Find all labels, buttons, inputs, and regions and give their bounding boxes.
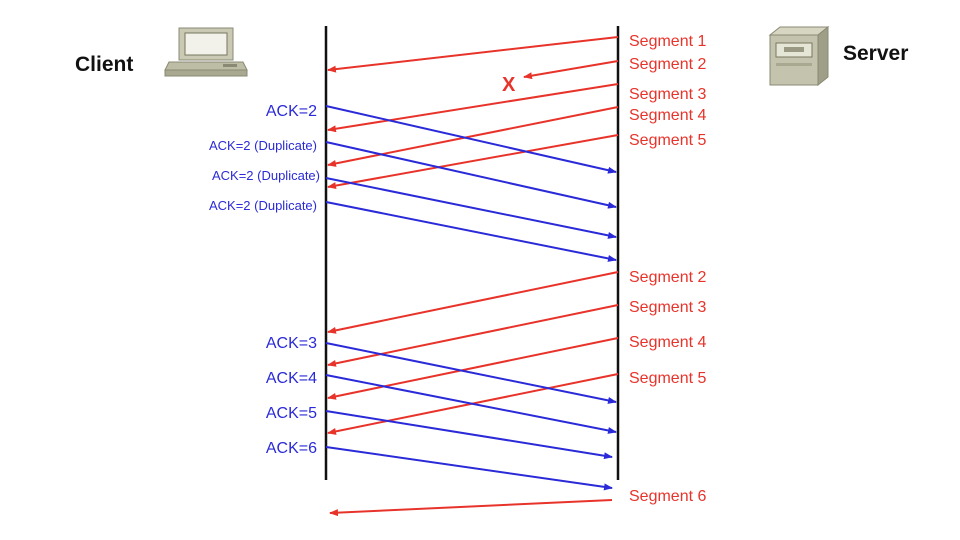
ack-arrow [325, 177, 617, 239]
segment-arrow [327, 271, 619, 334]
segment-arrow [329, 499, 613, 517]
lost-segment-marker: X [502, 74, 516, 96]
ack-label: ACK=5 [265, 405, 317, 422]
segment-label: Segment 6 [629, 488, 707, 505]
ack-arrow [325, 105, 617, 174]
segment-label: Segment 2 [629, 56, 707, 73]
client-label: Client [75, 53, 134, 76]
segment-label: Segment 5 [629, 370, 707, 387]
segment-arrow [327, 337, 619, 400]
segment-arrow [327, 134, 619, 190]
ack-label: ACK=3 [265, 335, 317, 352]
segment-label: Segment 4 [629, 107, 707, 124]
segment-arrow [327, 36, 619, 73]
segment-arrow [327, 106, 619, 167]
segment-arrow [327, 83, 619, 133]
ack-label: ACK=6 [265, 440, 317, 457]
server-icon [768, 25, 830, 87]
ack-arrow [325, 342, 617, 404]
segment-label: Segment 1 [629, 33, 707, 50]
lost-segment-arrow [523, 60, 619, 80]
server-label: Server [843, 42, 909, 65]
computer-icon [164, 27, 248, 77]
ack-label: ACK=2 [265, 103, 317, 120]
ack-arrow [325, 374, 617, 434]
ack-label: ACK=4 [265, 370, 317, 387]
segment-label: Segment 5 [629, 132, 707, 149]
ack-arrow [325, 446, 613, 491]
ack-label: ACK=2 (Duplicate) [208, 198, 317, 213]
ack-arrow [325, 201, 617, 262]
segment-label: Segment 3 [629, 299, 707, 316]
segment-label: Segment 4 [629, 334, 707, 351]
ack-label: ACK=2 (Duplicate) [211, 168, 320, 183]
ack-arrow [325, 410, 613, 460]
segment-arrow [327, 304, 619, 367]
segment-label: Segment 2 [629, 269, 707, 286]
ack-arrow [325, 141, 617, 209]
segment-label: Segment 3 [629, 86, 707, 103]
ack-label: ACK=2 (Duplicate) [208, 138, 317, 153]
